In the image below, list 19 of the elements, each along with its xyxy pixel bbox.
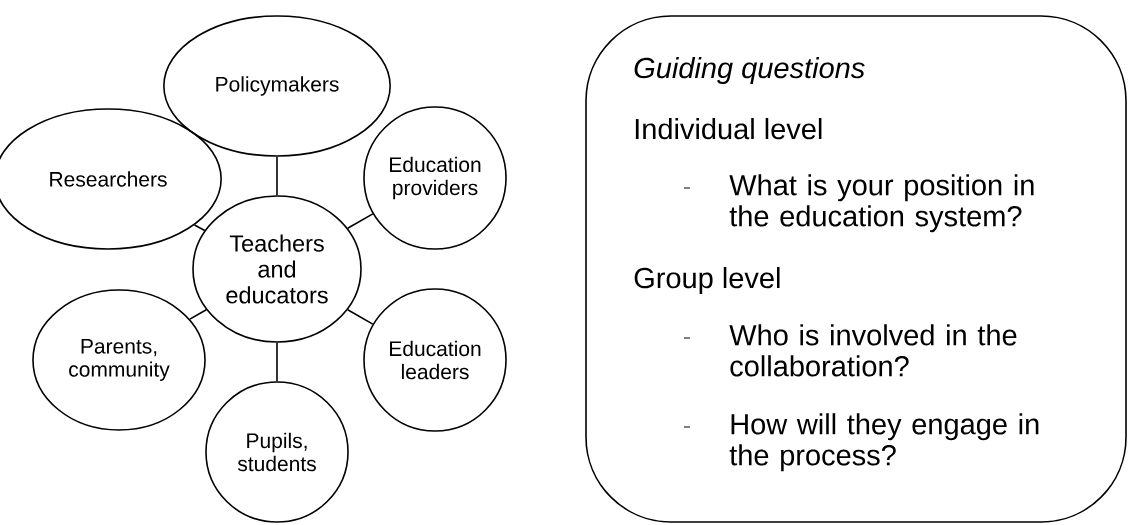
connector-line: [193, 224, 206, 232]
connector-line: [276, 156, 278, 196]
ellipse-node: Pupils, students: [205, 381, 349, 523]
ellipse-node: Parents, community: [32, 289, 206, 431]
ellipse-node: Education leaders: [363, 288, 507, 432]
question-text: How will they engage in the process?: [729, 413, 1039, 472]
connector-line: [346, 213, 374, 230]
level-heading: Individual level: [635, 118, 822, 140]
connector-line: [276, 342, 278, 382]
question-panel: [585, 15, 1127, 523]
panel-heading: Guiding questions: [634, 57, 865, 84]
level-heading: Group level: [634, 267, 780, 295]
ellipse-node: Policymakers: [163, 15, 391, 157]
ellipse-node: Teachers and educators: [192, 195, 362, 343]
connector-line: [346, 308, 374, 325]
connector-line: [189, 308, 208, 320]
ellipse-node: Education providers: [363, 106, 507, 250]
question-text: What is your position in the education system?: [729, 174, 1034, 233]
question-text: Who is involved in the collaboration?: [729, 324, 1017, 377]
